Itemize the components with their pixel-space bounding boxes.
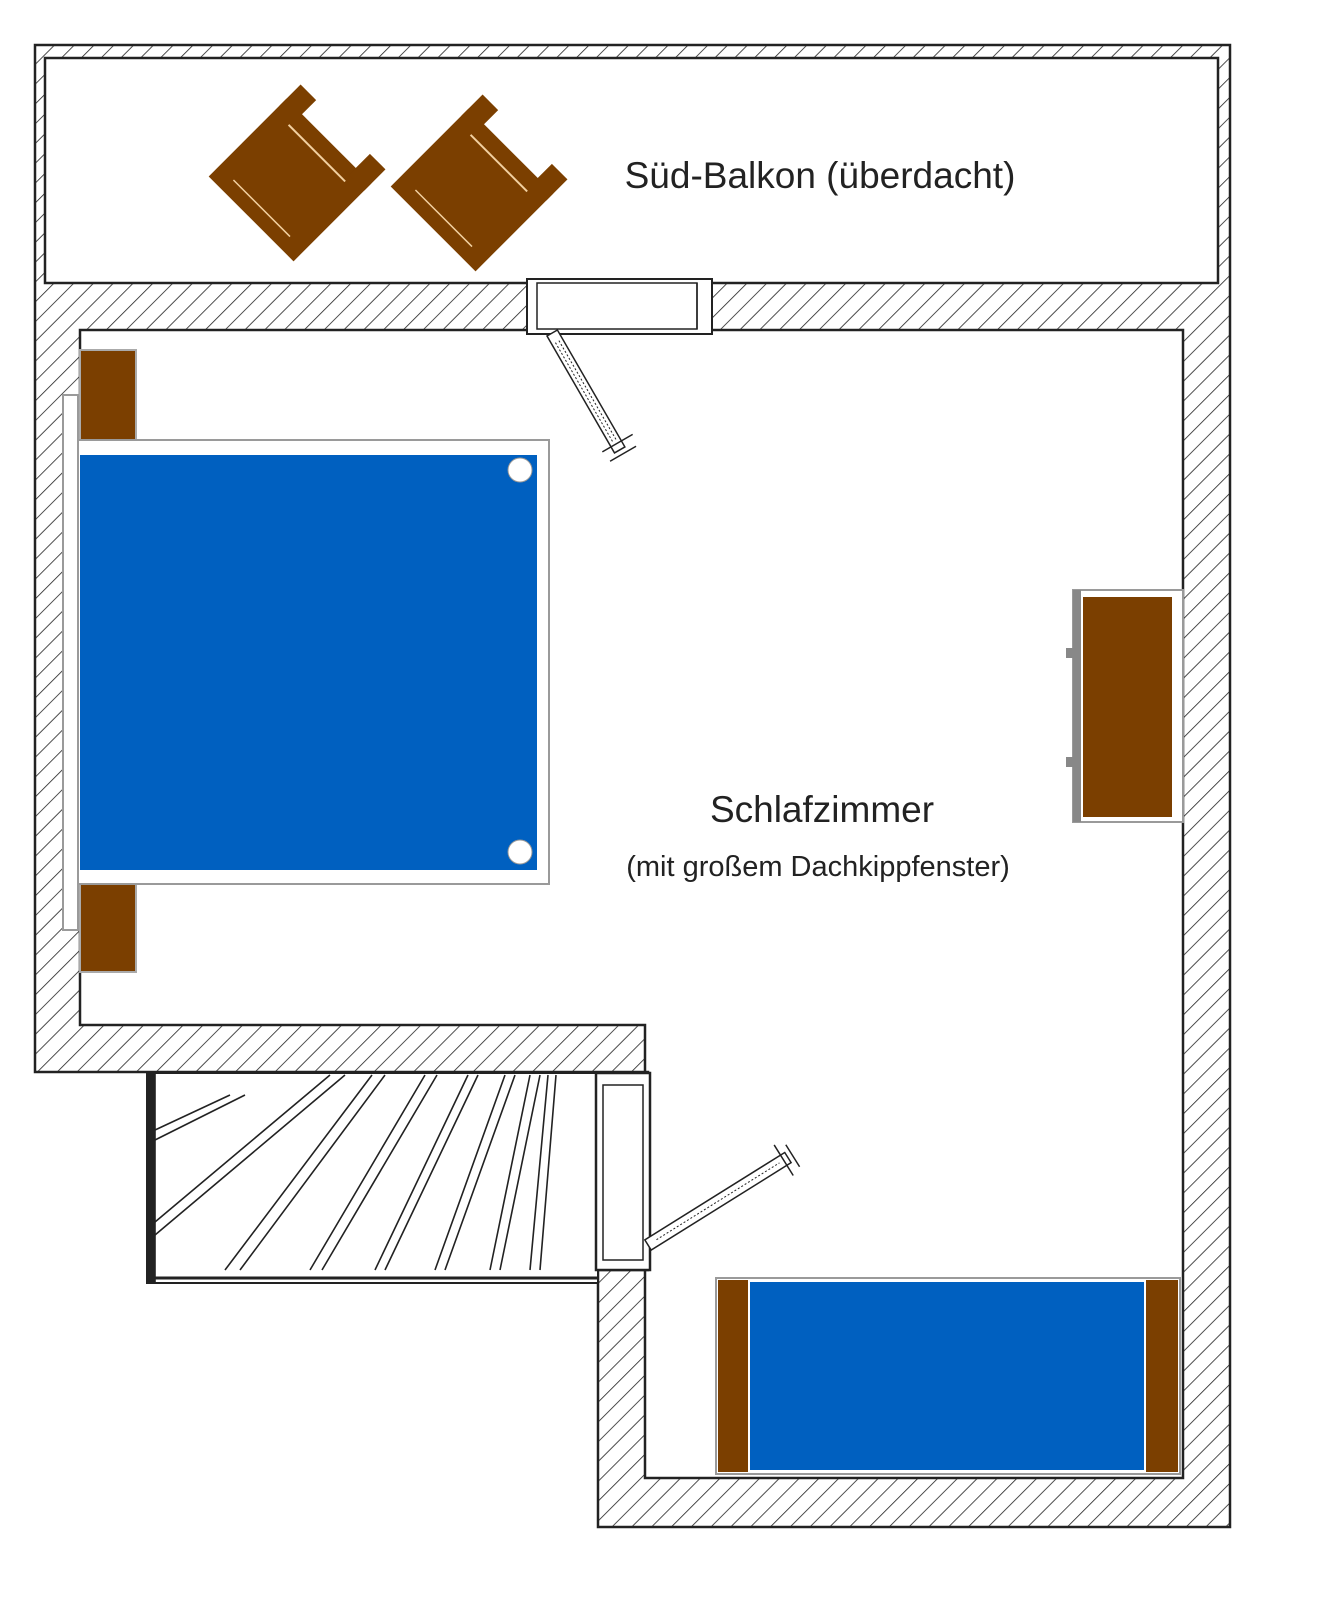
door — [594, 1071, 801, 1272]
balcony-chair — [390, 94, 568, 272]
balcony-chair — [208, 84, 386, 262]
staircase — [146, 1072, 599, 1284]
room-note: (mit großem Dachkippfenster) — [626, 851, 1010, 883]
balcony-window — [526, 278, 713, 462]
double-bed — [62, 349, 550, 973]
room-label: Schlafzimmer — [710, 789, 934, 830]
single-bed — [715, 1277, 1181, 1475]
balcony-label: Süd-Balkon (überdacht) — [625, 155, 1016, 196]
dresser — [1066, 589, 1184, 823]
